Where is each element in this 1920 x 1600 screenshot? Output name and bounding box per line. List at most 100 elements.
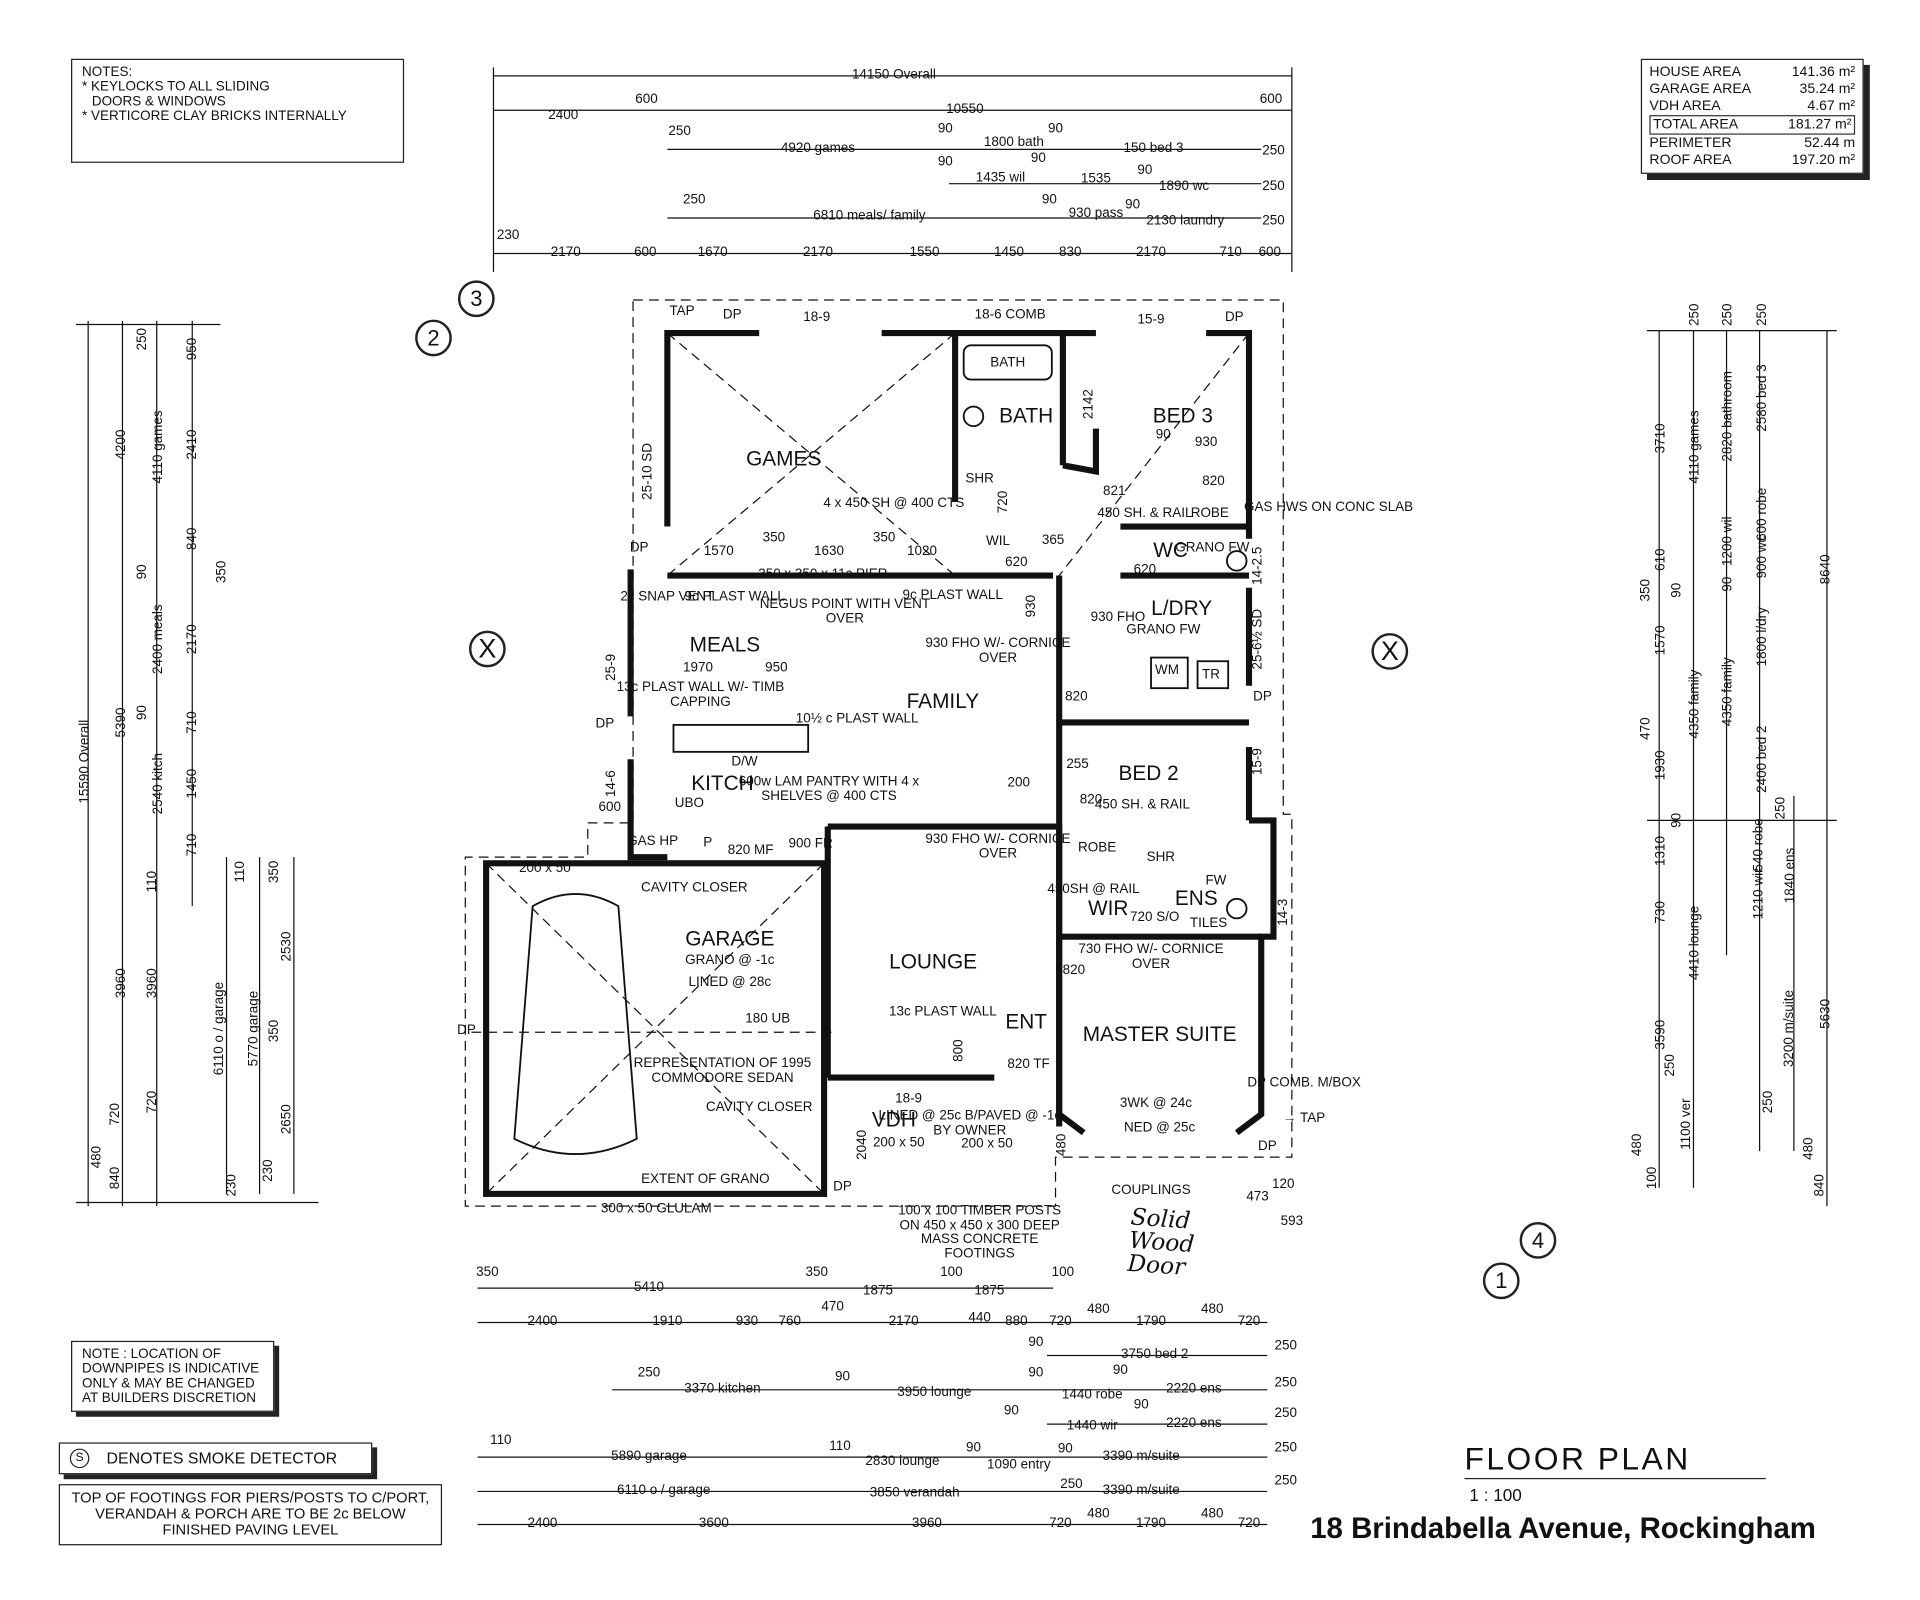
plan-annotation: 350 (872, 530, 896, 546)
dimension-label: 720 (1049, 1516, 1072, 1531)
dimension-label: 2170 (888, 1314, 919, 1329)
dimension-label: 480 (89, 1145, 105, 1169)
dimension-label: 730 (1653, 901, 1669, 924)
elevation-marker-1: 1 (1482, 1262, 1520, 1300)
dimension-label: 480 (1801, 1137, 1817, 1160)
dimension-label: 250 (1274, 1375, 1297, 1391)
plan-annotation: GRANO FW (1175, 540, 1250, 555)
plan-annotation: 820 (1062, 962, 1086, 978)
plan-annotation: 120 (1272, 1177, 1295, 1192)
plan-annotation: 900 FR (788, 836, 833, 852)
dimension-label: 540 robe (1751, 818, 1767, 872)
notes-box: NOTES: * KEYLOCKS TO ALL SLIDING DOORS &… (71, 58, 405, 163)
dimension-label: 3960 (114, 968, 129, 999)
dimension-label: 90 (1057, 1441, 1073, 1457)
dimension-label: 830 (1058, 245, 1082, 260)
plan-annotation: 600w LAM PANTRY WITH 4 x SHELVES @ 400 C… (738, 774, 920, 804)
dimension-label: 2170 (802, 245, 833, 260)
fixtures (513, 344, 1248, 1156)
dimension-label: 840 (108, 1166, 123, 1190)
room-label: BATH (999, 404, 1054, 428)
dimension-label: 720 (1049, 1314, 1072, 1329)
dimension-label: 1790 (1136, 1314, 1167, 1329)
plan-annotation: 18-9 (895, 1091, 923, 1107)
dimension-label: 880 (1005, 1314, 1028, 1329)
dimension-label: 760 (778, 1314, 802, 1329)
dimension-label: 350 (267, 1019, 282, 1043)
plan-annotation: FW (1205, 873, 1227, 889)
dimension-label: 2540 kitch (150, 752, 166, 815)
plan-annotation: ROBE (1078, 840, 1117, 855)
dimension-label: 250 (637, 1365, 661, 1381)
plan-annotation: 720 S/O (1129, 910, 1180, 925)
dimension-label: 2650 (279, 1104, 295, 1135)
dimension-label: 90 (834, 1369, 850, 1384)
area-value: 181.27 m² (1788, 117, 1852, 133)
plan-annotation: WM (1154, 662, 1179, 678)
dimension-label: 90 (1669, 582, 1684, 598)
dimension-label: 2530 (279, 931, 295, 962)
plan-annotation: TAP (669, 303, 695, 319)
plan-annotation: 9c PLAST WALL (684, 589, 785, 604)
dimension-label: 230 (496, 228, 520, 243)
dimension-label: 5890 garage (611, 1448, 687, 1464)
area-value: 4.67 m² (1807, 99, 1856, 114)
dimension-label: 720 (1237, 1516, 1261, 1531)
plan-annotation: 25-9 (603, 653, 619, 681)
dimension-label: 90 (1720, 576, 1736, 592)
room-label: MEALS (689, 633, 761, 657)
dimension-label: 250 (1262, 213, 1285, 229)
plan-annotation: 350 (762, 530, 786, 546)
dimension-label: 100 (1051, 1265, 1075, 1280)
plan-annotation: GRANO @ -1c (685, 952, 775, 968)
walls (483, 330, 1277, 1197)
dimension-label: 5390 (114, 707, 129, 738)
plan-annotation: 473 (1246, 1189, 1269, 1204)
plan-annotation: DP (722, 307, 742, 323)
dimension-label: 600 (634, 245, 657, 260)
dimension-label: 100 (940, 1265, 963, 1280)
room-label: ENT (1005, 1010, 1047, 1034)
dimension-label: 4350 family (1687, 669, 1703, 739)
plan-annotation: CAVITY CLOSER (641, 880, 748, 896)
plan-annotation: NED @ 25c (1123, 1120, 1196, 1136)
plan-annotation: 100 x 100 TIMBER POSTS ON 450 x 450 x 30… (898, 1203, 1062, 1261)
plan-annotation: NEGUS POINT WITH VENT OVER (759, 596, 931, 626)
elevation-marker-3: 3 (457, 280, 495, 318)
room-label: LOUNGE (889, 950, 978, 974)
plan-annotation: 930 (1023, 594, 1039, 618)
room-label: WC (1153, 538, 1188, 563)
dimension-label: 1435 wil (975, 170, 1026, 186)
dimension-label: 5770 garage (246, 990, 262, 1067)
dimension-label: 1440 robe (1061, 1387, 1123, 1403)
dimension-label: 5630 (1818, 998, 1834, 1029)
handwritten-note: Solid Wood Door (1126, 1203, 1196, 1281)
plan-annotation: GRANO FW (1126, 622, 1201, 638)
section-marker-left: X (468, 630, 506, 668)
plan-annotation: UBO (674, 796, 704, 811)
dimension-label: 15590 Overall (77, 719, 93, 804)
plan-annotation: 180 UB (745, 1011, 791, 1027)
plan-annotation: 25-6½ SD (1250, 608, 1266, 670)
dimension-label: 350 (214, 560, 230, 584)
plan-annotation: 200 x 50 (519, 861, 571, 876)
plan-annotation: 13c PLAST WALL W/- TIMB CAPPING (616, 680, 785, 709)
dimension-label: 90 (1028, 1365, 1044, 1381)
dimension-label: 90 (1048, 121, 1064, 137)
smoke-legend-text: DENOTES SMOKE DETECTOR (106, 1448, 338, 1467)
dimension-label: 710 (1219, 245, 1242, 260)
dimension-label: 90 (965, 1440, 981, 1455)
plan-annotation: 18-9 (803, 310, 831, 325)
plan-annotation: 930 FHO W/- CORNICE OVER (925, 636, 1071, 665)
dimension-label: 600 (1258, 245, 1282, 260)
dimension-label: 2220 ens (1166, 1415, 1222, 1431)
room-label: GAMES (746, 447, 822, 471)
note-line: DOORS & WINDOWS (91, 94, 226, 110)
plan-annotation: LINED @ 25c B/PAVED @ -1c BY OWNER (878, 1108, 1062, 1138)
dimension-label: 480 (1087, 1506, 1110, 1522)
dimension-label: 3710 (1653, 423, 1669, 454)
plan-annotation: 18-6 COMB (974, 307, 1046, 323)
room-label: ENS (1174, 886, 1218, 910)
